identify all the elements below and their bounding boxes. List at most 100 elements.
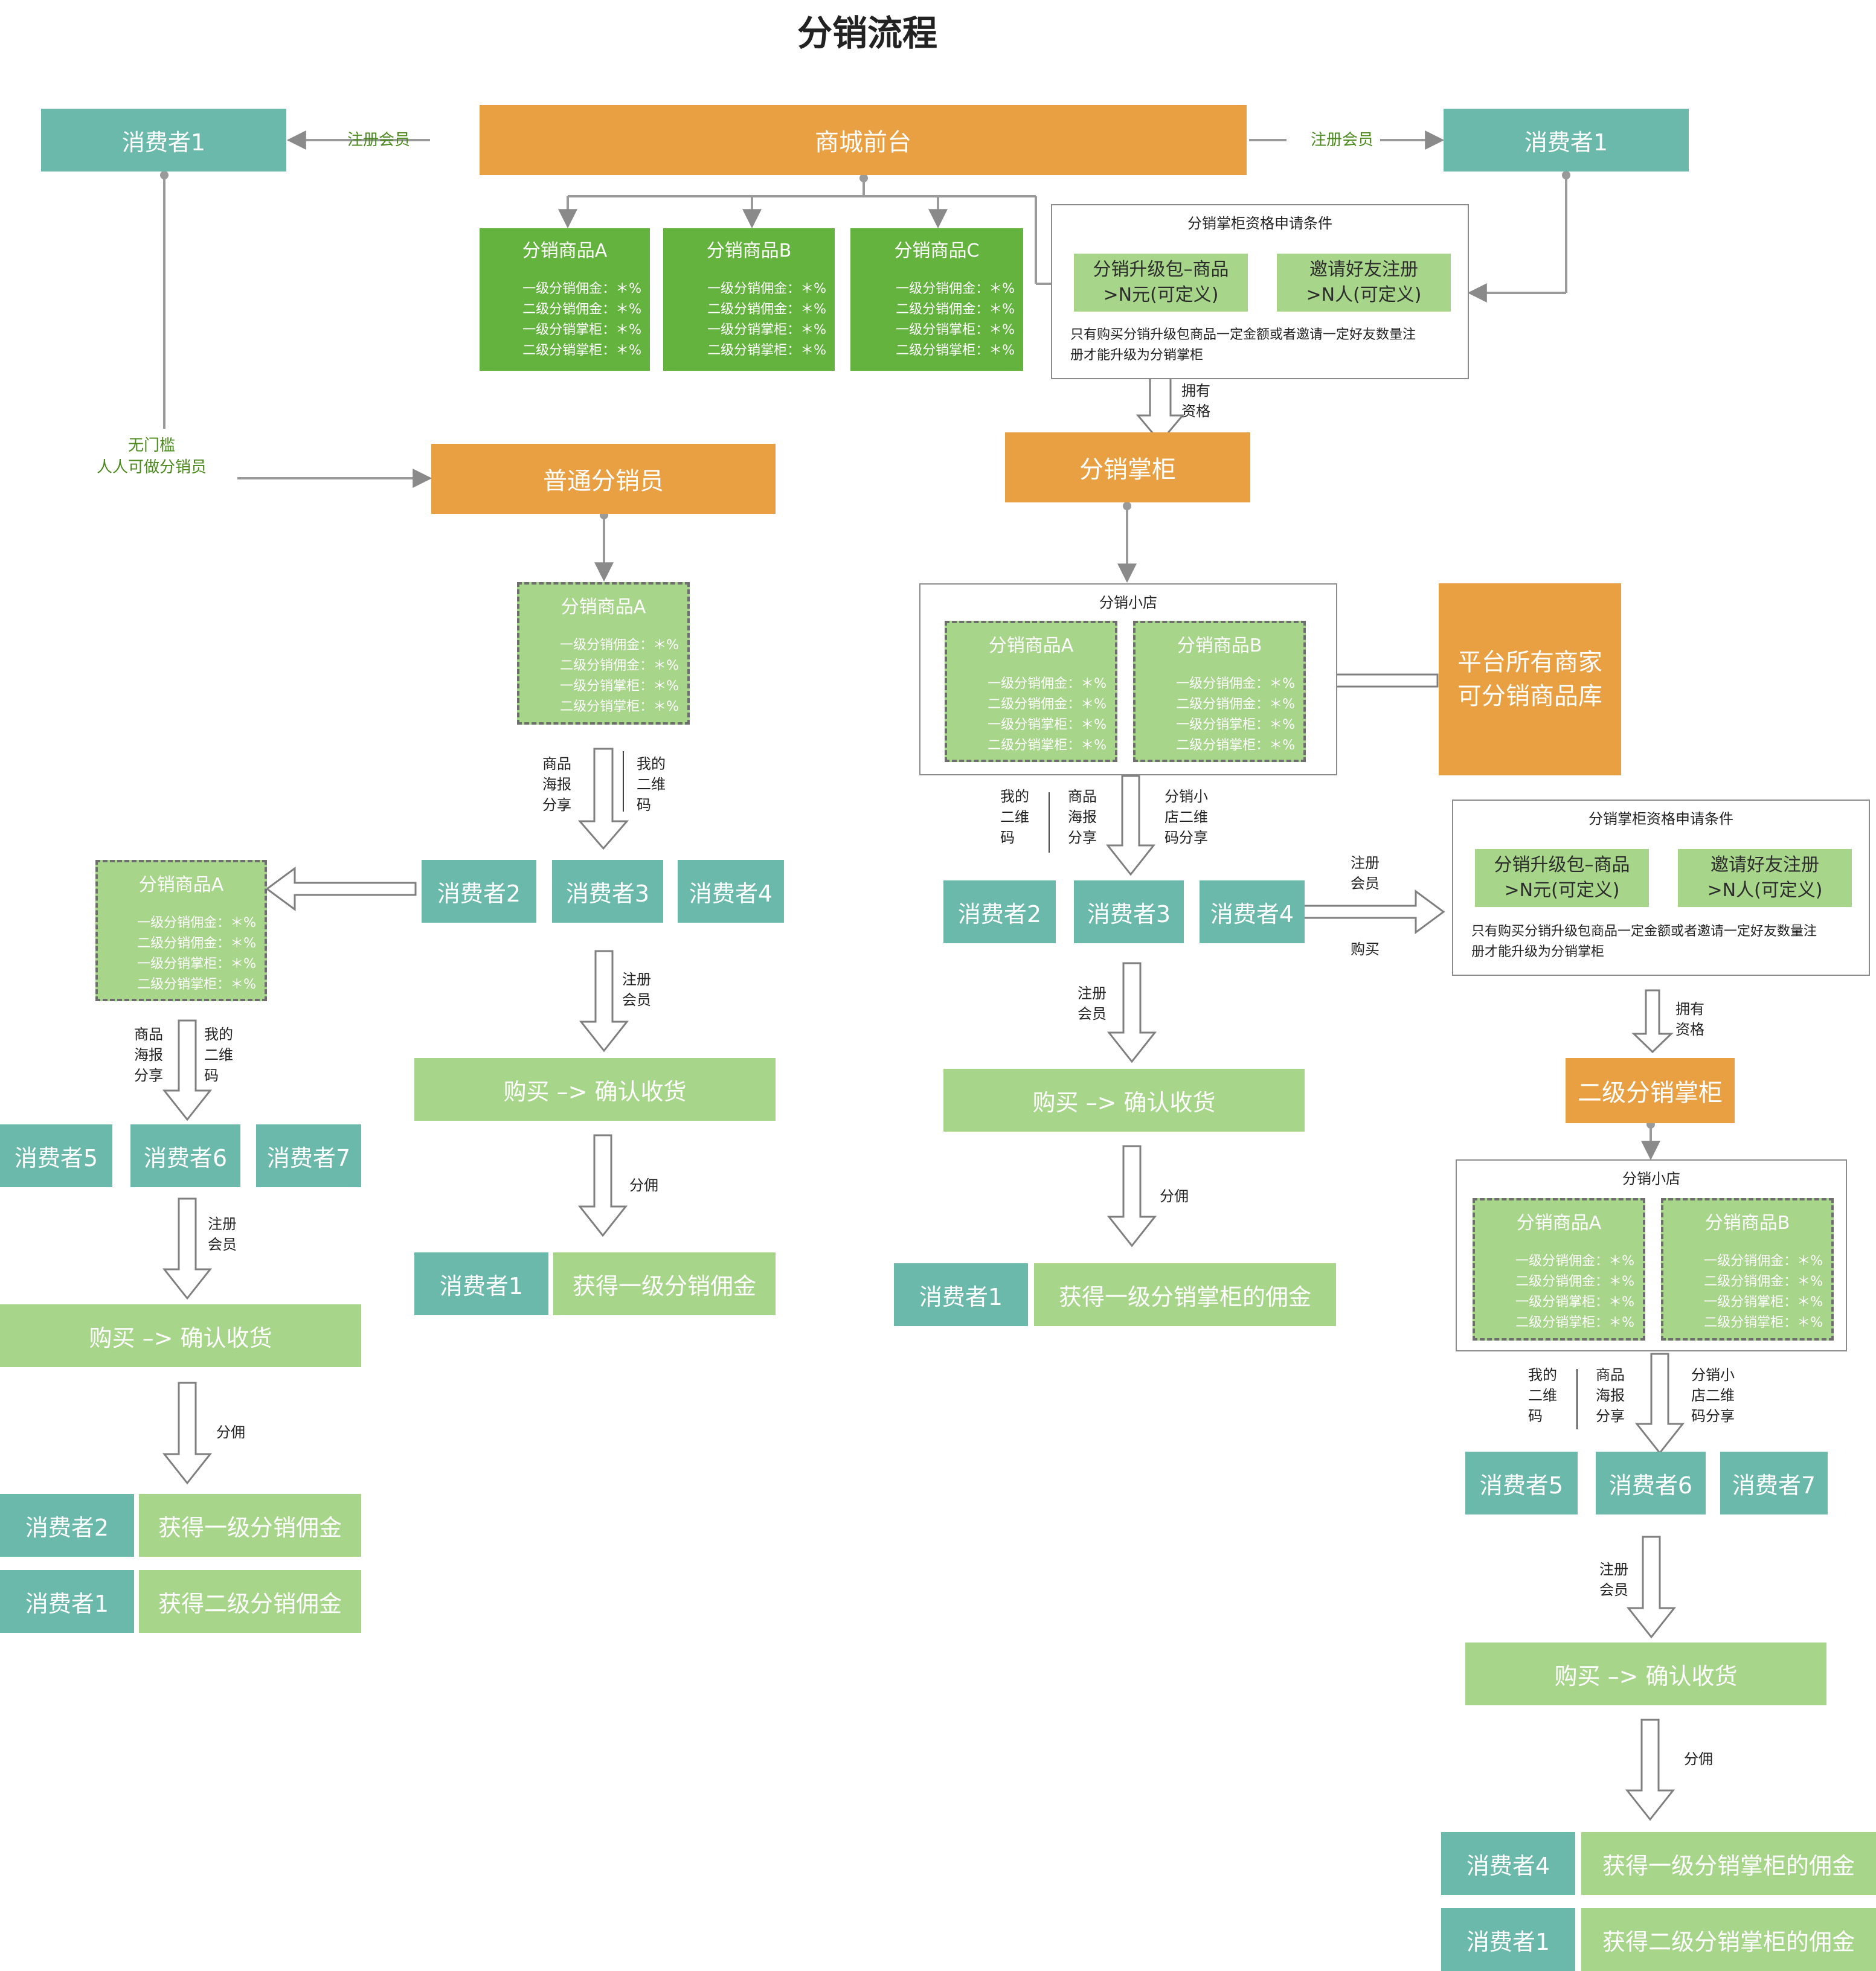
product-row: 一级分销佣金：＊% — [1515, 1254, 1634, 1269]
buy-confirm-d: 购买 –> 确认收货 — [1465, 1642, 1826, 1705]
product-row: 一级分销佣金：＊% — [137, 915, 256, 931]
secondary-product-card-a: 分销商品A 一级分销佣金：＊% 二级分销佣金：＊% 一级分销掌柜：＊% 二级分销… — [95, 860, 267, 1001]
shop-title: 分销小店 — [1099, 594, 1157, 611]
buy-label-c: 购买 — [1351, 941, 1380, 958]
product-row: 一级分销掌柜：＊% — [707, 322, 826, 338]
consumer1-reward-a: 消费者1 — [414, 1252, 548, 1315]
product-row: 一级分销掌柜：＊% — [137, 957, 256, 972]
register-stack-c: 注册 会员 — [1351, 854, 1380, 892]
consumer4-b: 消费者4 — [1200, 880, 1305, 943]
shop-qrcode-label-c: 分销小 店二维 码分享 — [1164, 788, 1208, 846]
manager-conditions-frame-2: 分销掌柜资格申请条件 分销升级包–商品 >N元(可定义) 邀请好友注册 >N人(… — [1452, 800, 1870, 976]
product-row: 二级分销佣金：＊% — [988, 697, 1107, 712]
product-row: 一级分销佣金：＊% — [1176, 676, 1295, 691]
product-row: 二级分销佣金：＊% — [137, 936, 256, 951]
buy-confirm-c: 购买 –> 确认收货 — [943, 1069, 1305, 1132]
product-card-a: 分销商品A 一级分销佣金：＊% 二级分销佣金：＊% 一级分销掌柜：＊% 二级分销… — [480, 228, 650, 371]
product-title: 分销商品B — [1704, 1213, 1790, 1234]
product-row: 二级分销掌柜：＊% — [1176, 738, 1295, 753]
product-row: 一级分销掌柜：＊% — [522, 322, 641, 338]
product-card-c: 分销商品C 一级分销佣金：＊% 二级分销佣金：＊% 一级分销掌柜：＊% 二级分销… — [850, 228, 1023, 371]
product-row: 一级分销佣金：＊% — [560, 638, 679, 653]
product-row: 二级分销佣金：＊% — [1515, 1274, 1634, 1289]
commission-label-a: 分佣 — [629, 1177, 658, 1194]
level2-manager: 二级分销掌柜 — [1566, 1058, 1735, 1123]
product-title: 分销商品A — [561, 597, 646, 618]
register-label-left: 注册会员 — [347, 131, 411, 149]
product-row: 二级分销佣金：＊% — [560, 658, 679, 673]
product-row: 一级分销佣金：＊% — [707, 281, 826, 296]
product-row: 一级分销掌柜：＊% — [560, 679, 679, 694]
product-row: 一级分销佣金：＊% — [1704, 1254, 1823, 1269]
product-row: 二级分销掌柜：＊% — [896, 343, 1015, 358]
has-qualification-label: 拥有 资格 — [1181, 382, 1210, 420]
commission-label-c: 分佣 — [1160, 1188, 1189, 1205]
poster-share-label-b: 商品 海报 分享 — [134, 1026, 163, 1084]
conditions-title-2: 分销掌柜资格申请条件 — [1588, 810, 1733, 827]
consumer3-a: 消费者3 — [552, 860, 663, 923]
register-stack-a: 注册 会员 — [622, 971, 651, 1008]
consumer2-a: 消费者2 — [422, 860, 536, 923]
commission-label-d: 分佣 — [1684, 1751, 1713, 1767]
ordinary-product-card-a: 分销商品A 一级分销佣金：＊% 二级分销佣金：＊% 一级分销掌柜：＊% 二级分销… — [517, 582, 690, 725]
product-title: 分销商品A — [1516, 1213, 1602, 1234]
shop-product-card-a: 分销商品A 一级分销佣金：＊% 二级分销佣金：＊% 一级分销掌柜：＊% 二级分销… — [945, 621, 1117, 762]
conditions-title: 分销掌柜资格申请条件 — [1187, 215, 1332, 232]
product-row: 一级分销掌柜：＊% — [1515, 1295, 1634, 1310]
product-title: 分销商品C — [894, 240, 980, 261]
product-row: 二级分销佣金：＊% — [1176, 697, 1295, 712]
get-l1-commission-b: 获得一级分销佣金 — [139, 1494, 361, 1557]
product-row: 一级分销掌柜：＊% — [896, 322, 1015, 338]
no-threshold-label: 无门槛 人人可做分销员 — [97, 437, 207, 476]
consumer4-a: 消费者4 — [678, 860, 784, 923]
level2-shop-frame: 分销小店 分销商品A 一级分销佣金：＊% 二级分销佣金：＊% 一级分销掌柜：＊%… — [1456, 1159, 1847, 1351]
product-row: 二级分销掌柜：＊% — [988, 738, 1107, 753]
consumer6-a: 消费者6 — [130, 1124, 240, 1187]
platform-product-library: 平台所有商家 可分销商品库 — [1439, 583, 1621, 775]
level2-shop-product-a: 分销商品A 一级分销佣金：＊% 二级分销佣金：＊% 一级分销掌柜：＊% 二级分销… — [1473, 1198, 1645, 1341]
product-row: 二级分销掌柜：＊% — [707, 343, 826, 358]
my-qrcode-label: 我的 二维 码 — [637, 755, 666, 813]
consumer1-reward-b: 消费者1 — [0, 1570, 134, 1633]
shop-product-card-b: 分销商品B 一级分销佣金：＊% 二级分销佣金：＊% 一级分销掌柜：＊% 二级分销… — [1133, 621, 1306, 762]
register-label-right: 注册会员 — [1311, 131, 1374, 149]
product-row: 一级分销掌柜：＊% — [1704, 1295, 1823, 1310]
distribution-manager: 分销掌柜 — [1005, 432, 1250, 502]
product-row: 二级分销佣金：＊% — [707, 302, 826, 317]
my-qrcode-label-b: 我的 二维 码 — [204, 1026, 233, 1084]
product-title: 分销商品A — [138, 874, 224, 896]
product-title: 分销商品A — [522, 240, 608, 261]
product-row: 一级分销佣金：＊% — [522, 281, 641, 296]
register-stack-b: 注册 会员 — [208, 1216, 237, 1253]
consumer2-b: 消费者2 — [943, 880, 1056, 943]
consumer1-left: 消费者1 — [41, 109, 286, 171]
condition-upgrade-package: 分销升级包–商品 >N元(可定义) — [1074, 254, 1248, 312]
product-row: 二级分销掌柜：＊% — [560, 699, 679, 714]
product-row: 二级分销佣金：＊% — [1704, 1274, 1823, 1289]
ordinary-distributor: 普通分销员 — [431, 444, 776, 514]
product-row: 二级分销掌柜：＊% — [522, 343, 641, 358]
consumer3-b: 消费者3 — [1074, 880, 1184, 943]
product-row: 一级分销佣金：＊% — [896, 281, 1015, 296]
buy-confirm-b: 购买 –> 确认收货 — [0, 1304, 361, 1367]
poster-share-label: 商品 海报 分享 — [542, 755, 571, 813]
consumer1-reward-c: 消费者1 — [894, 1263, 1028, 1326]
product-title: 分销商品B — [706, 240, 792, 261]
diagram-title: 分销流程 — [797, 13, 938, 54]
product-title: 分销商品A — [988, 635, 1074, 656]
product-card-b: 分销商品B 一级分销佣金：＊% 二级分销佣金：＊% 一级分销掌柜：＊% 二级分销… — [663, 228, 835, 371]
register-stack-e: 注册 会员 — [1599, 1561, 1628, 1598]
product-row: 一级分销佣金：＊% — [988, 676, 1107, 691]
consumer5-a: 消费者5 — [0, 1124, 112, 1187]
poster-share-label-c: 商品 海报 分享 — [1068, 788, 1097, 846]
manager-shop-frame: 分销小店 分销商品A 一级分销佣金：＊% 二级分销佣金：＊% 一级分销掌柜：＊%… — [919, 583, 1337, 775]
my-qrcode-label-c: 我的 二维 码 — [1000, 788, 1029, 846]
product-row: 二级分销掌柜：＊% — [1515, 1315, 1634, 1330]
mall-frontend: 商城前台 — [480, 105, 1247, 175]
has-qualification-label-2: 拥有 资格 — [1675, 1001, 1704, 1038]
condition-upgrade-package-2: 分销升级包–商品 >N元(可定义) — [1475, 849, 1649, 907]
get-l2-manager-commission: 获得二级分销掌柜的佣金 — [1581, 1908, 1876, 1971]
manager-conditions-frame: 分销掌柜资格申请条件 分销升级包–商品 >N元(可定义) 邀请好友注册 >N人(… — [1051, 204, 1469, 379]
